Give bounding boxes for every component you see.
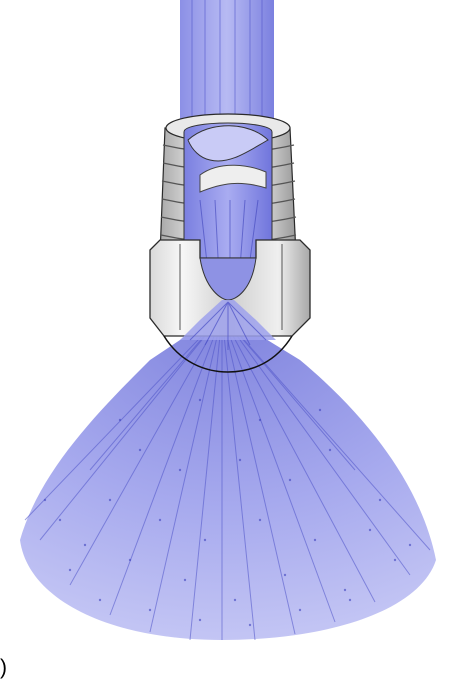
spray-cone [20,312,436,640]
liquid-inlet [180,0,274,130]
corner-label: ) [0,656,7,680]
